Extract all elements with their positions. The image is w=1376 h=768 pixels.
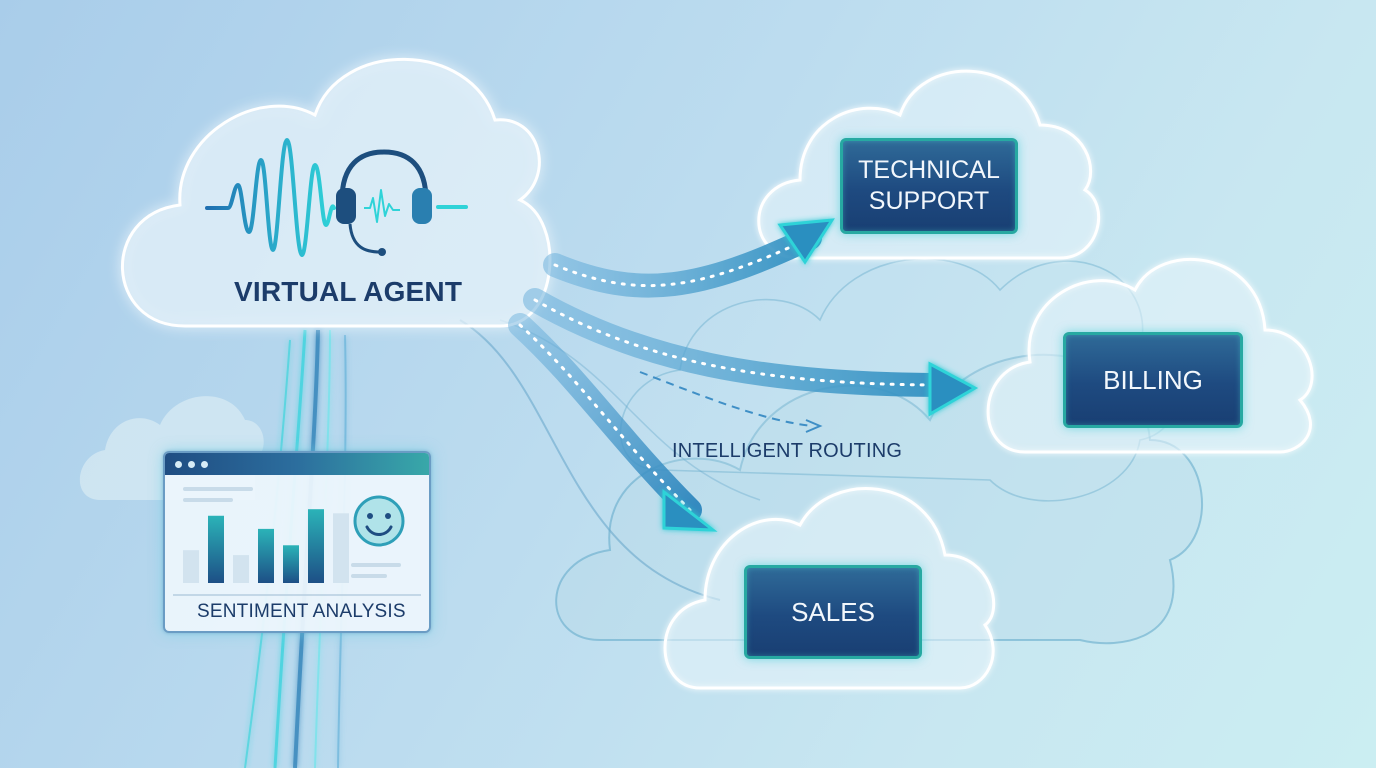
route-arrow-billing — [523, 288, 979, 417]
text-placeholder-line — [183, 487, 253, 491]
virtual-agent-cloud — [120, 57, 552, 328]
billing-node[interactable]: BILLING — [1063, 332, 1243, 428]
headset-icon — [336, 149, 468, 256]
route-arrow-technical-support — [543, 218, 835, 298]
billing-label: BILLING — [1103, 364, 1203, 395]
sentiment-analysis-panel[interactable]: SENTIMENT ANALYSIS — [163, 451, 431, 633]
sentiment-bar — [333, 513, 349, 583]
routing-curve — [459, 319, 721, 601]
dashed-route-arrow — [639, 371, 823, 433]
window-dot — [201, 461, 208, 468]
route-arrow-sales — [508, 313, 718, 532]
technical-support-label-line-1: TECHNICAL — [858, 155, 1000, 184]
panel-title-bar — [165, 453, 429, 475]
audio-waveform — [205, 138, 336, 257]
text-placeholder-line — [183, 498, 233, 502]
window-dot — [175, 461, 182, 468]
sentiment-bar — [183, 550, 199, 583]
sentiment-chart — [173, 487, 421, 596]
sentiment-bar — [258, 528, 274, 583]
smiley-face-icon — [353, 495, 405, 547]
sentiment-bar — [283, 545, 299, 583]
sentiment-bar — [308, 509, 324, 583]
sentiment-bar — [208, 515, 224, 583]
sentiment-bar — [233, 555, 249, 583]
text-placeholder-line — [351, 563, 401, 567]
virtual-agent-label: VIRTUAL AGENT — [234, 276, 463, 307]
text-placeholder-line — [351, 574, 387, 578]
intelligent-routing-label: INTELLIGENT ROUTING — [672, 440, 903, 462]
sentiment-analysis-label: SENTIMENT ANALYSIS — [197, 601, 406, 622]
sales-node[interactable]: SALES — [744, 565, 922, 659]
window-dot — [188, 461, 195, 468]
sales-label: SALES — [791, 596, 875, 627]
technical-support-node[interactable]: TECHNICAL SUPPORT — [840, 138, 1018, 234]
technical-support-label-line-2: SUPPORT — [868, 187, 990, 215]
